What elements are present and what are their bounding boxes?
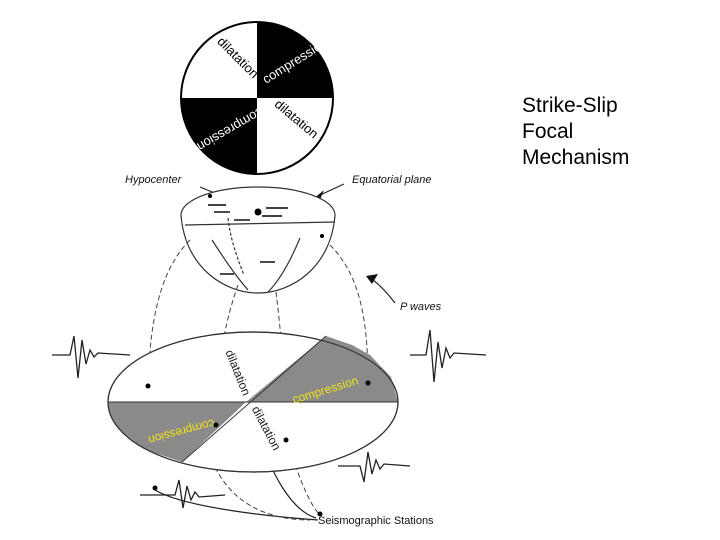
seismogram-left xyxy=(52,335,131,379)
hemisphere-marks xyxy=(208,204,288,275)
seismogram-right xyxy=(410,329,487,383)
hypocenter-label: Hypocenter xyxy=(125,174,183,186)
equatorial-plane-label: Equatorial plane xyxy=(352,174,432,186)
stations-label: Seismographic Stations xyxy=(318,515,434,527)
title-line-1: Strike-Slip xyxy=(522,94,618,117)
hypocenter-point xyxy=(254,208,262,216)
station-point xyxy=(365,380,371,386)
station-point xyxy=(283,437,289,443)
focal-hemisphere xyxy=(180,186,336,294)
beachball: compression dilatation compression dilat… xyxy=(180,21,334,175)
station-point xyxy=(213,422,219,428)
station-map: compression compression dilatation dilat… xyxy=(107,331,399,473)
stations xyxy=(145,380,371,517)
seismogram-bottom-left xyxy=(140,479,226,509)
station-point xyxy=(317,511,323,517)
map-compression-right-quadrant xyxy=(246,336,398,402)
title-line-2: Focal xyxy=(522,120,574,143)
seismograms xyxy=(52,329,487,509)
diagram-title: Strike-Slip Focal Mechanism xyxy=(522,93,629,171)
station-point xyxy=(152,485,158,491)
title-line-3: Mechanism xyxy=(522,146,630,169)
seismogram-bottom-right xyxy=(338,451,411,483)
station-point xyxy=(145,383,151,389)
p-waves-label: P waves xyxy=(400,301,442,313)
